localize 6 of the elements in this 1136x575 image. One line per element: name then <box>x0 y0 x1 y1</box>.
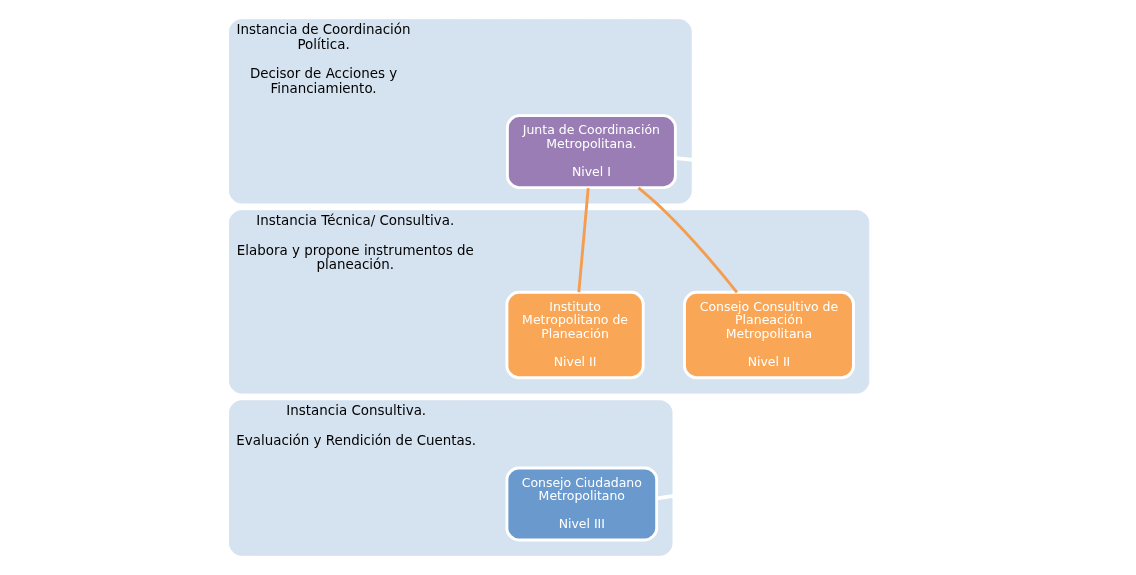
connector <box>576 187 590 293</box>
node-box: Instituto Metropolitano de Planeación Nivel II <box>505 290 645 380</box>
node-box: Consejo Consultivo de Planeación Metropolitana Nivel II <box>682 290 855 380</box>
node-box: Junta de Coordinación Metropolitana. Nivel I <box>505 114 677 190</box>
connector <box>637 186 738 294</box>
node-box: Consejo Ciudadano Metropolitano Nivel III <box>505 466 658 542</box>
